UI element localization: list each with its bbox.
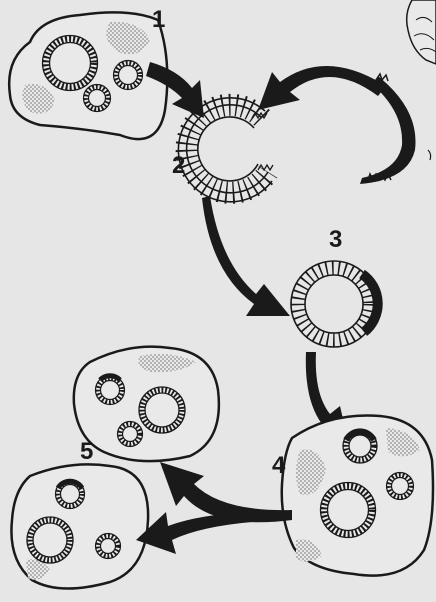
stage-label-5: 5 xyxy=(80,440,93,464)
arrow-fragment-to-2 xyxy=(258,66,386,110)
stage-label-4: 4 xyxy=(272,454,285,478)
stage-label-2: 2 xyxy=(172,154,185,178)
arrow-4-to-5-lower xyxy=(136,512,290,554)
ring-2 xyxy=(178,98,273,202)
stage-label-1: 1 xyxy=(152,8,165,32)
ring-3 xyxy=(291,261,378,347)
arrow-2-to-3 xyxy=(202,196,290,316)
tissue-5-lower xyxy=(11,464,148,588)
tissue-5-upper xyxy=(74,347,219,462)
stage-label-3: 3 xyxy=(329,228,342,252)
tissue-4 xyxy=(282,415,433,575)
tissue-1 xyxy=(9,12,167,139)
wall-fragment xyxy=(360,74,416,184)
